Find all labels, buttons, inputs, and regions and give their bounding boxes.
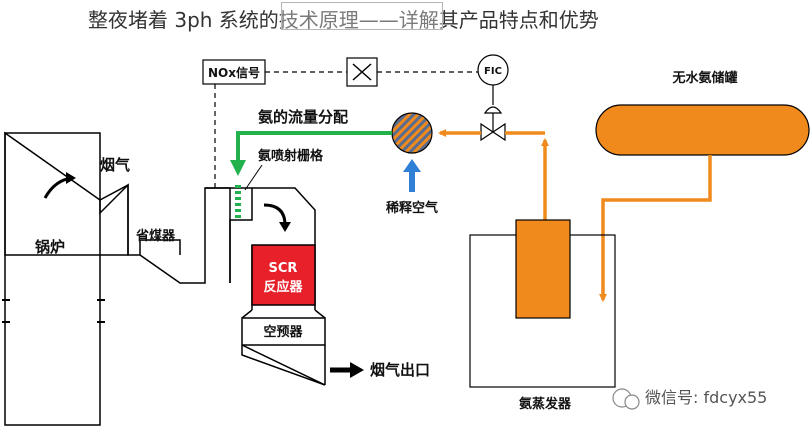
scr-label-1: SCR: [269, 261, 298, 276]
preheater-taper: [241, 309, 326, 386]
tank-label: 无水氨储罐: [671, 70, 737, 86]
multiplier-icon: [352, 63, 372, 81]
dilution-air-label: 稀释空气: [386, 200, 438, 216]
evaporator-core: [515, 219, 571, 319]
wechat-icon-2: [624, 394, 640, 410]
scr-label-2: 反应器: [263, 279, 303, 295]
boiler-label: 锅炉: [35, 238, 65, 256]
watermark-text: 微信号: fdcyx55: [645, 388, 767, 407]
flue-duct: [99, 183, 253, 284]
page-title: 整夜堵着 3ph 系统的技术原理——详解其产品特点和优势: [88, 8, 599, 32]
distribution-arrow-head: [230, 160, 246, 176]
flue-gas-label: 烟气: [100, 156, 130, 174]
outlet-arrow-head: [350, 362, 364, 378]
boiler-lower-outline: [4, 131, 101, 426]
ammonia-flow-label: 氨的流量分配: [258, 108, 348, 126]
ammonia-grid-label: 氨喷射栅格: [257, 148, 324, 164]
boiler-outline: [4, 132, 129, 256]
nox-signal-label: NOx信号: [208, 65, 260, 80]
air-ammonia-mixer: [391, 112, 433, 154]
outlet-duct: [241, 345, 326, 386]
economizer-label: 省煤器: [135, 228, 176, 244]
ammonia-distribution-line: [236, 131, 392, 162]
flue-flow-arrow-head: [66, 172, 76, 184]
flue-outlet-label: 烟气出口: [370, 361, 430, 379]
fic-label: FIC: [484, 66, 502, 77]
tank-to-evaporator-line: [599, 155, 712, 302]
evaporator-label: 氨蒸发器: [518, 396, 572, 412]
reactor-flow-arrow: [263, 203, 287, 226]
grid-pointer: [244, 164, 263, 191]
reactor-housing: [252, 187, 316, 245]
valve-actuator: [483, 106, 503, 114]
nox-signal-box: [202, 59, 266, 85]
duct-upper: [205, 187, 231, 283]
scr-reactor: [251, 244, 316, 306]
ammonia-tank: [595, 104, 810, 156]
dilution-air-arrow-head: [403, 159, 421, 172]
title-overlay-tag: [281, 2, 443, 30]
watermark: 微信号: fdcyx55: [612, 388, 767, 410]
boiler-supports: [2, 299, 105, 323]
air-preheater-label: 空预器: [263, 324, 303, 340]
reactor-flow-arrow-head: [279, 222, 291, 232]
economizer-section: [139, 239, 181, 255]
